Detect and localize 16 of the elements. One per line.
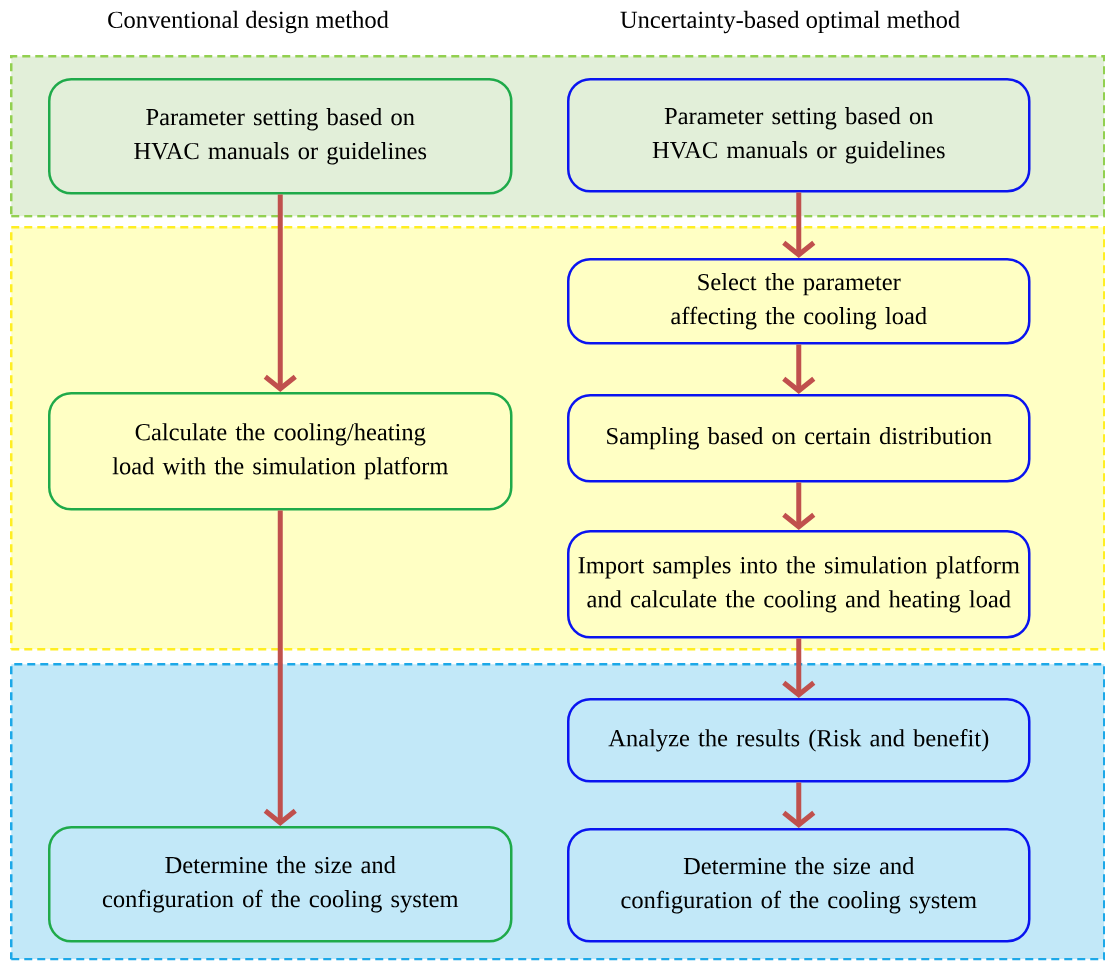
dashed-band bbox=[10, 663, 1105, 961]
process-box: Analyze the results (Risk and benefit) bbox=[567, 698, 1031, 783]
arrow bbox=[263, 510, 297, 826]
process-box: Parameter setting based on HVAC manuals or guidelines bbox=[48, 78, 513, 195]
process-box: Determine the size and configuration of the cooling system bbox=[48, 826, 513, 943]
process-box: Sampling based on certain distribution bbox=[567, 394, 1031, 483]
process-box: Determine the size and configuration of the cooling system bbox=[567, 828, 1031, 943]
dashed-band bbox=[10, 226, 1105, 651]
arrow bbox=[263, 194, 297, 392]
column-heading: Conventional design method bbox=[108, 10, 389, 34]
process-box: Import samples into the simulation platform and calculate the cooling and heating load bbox=[567, 530, 1031, 639]
process-box: Parameter setting based on HVAC manuals or guidelines bbox=[567, 78, 1031, 193]
process-box: Select the parameter affecting the cooling load bbox=[567, 258, 1031, 345]
process-box: Calculate the cooling/heating load with the simulation platform bbox=[48, 392, 513, 511]
dashed-band bbox=[10, 55, 1105, 218]
column-heading: Uncertainty-based optimal method bbox=[620, 10, 960, 34]
